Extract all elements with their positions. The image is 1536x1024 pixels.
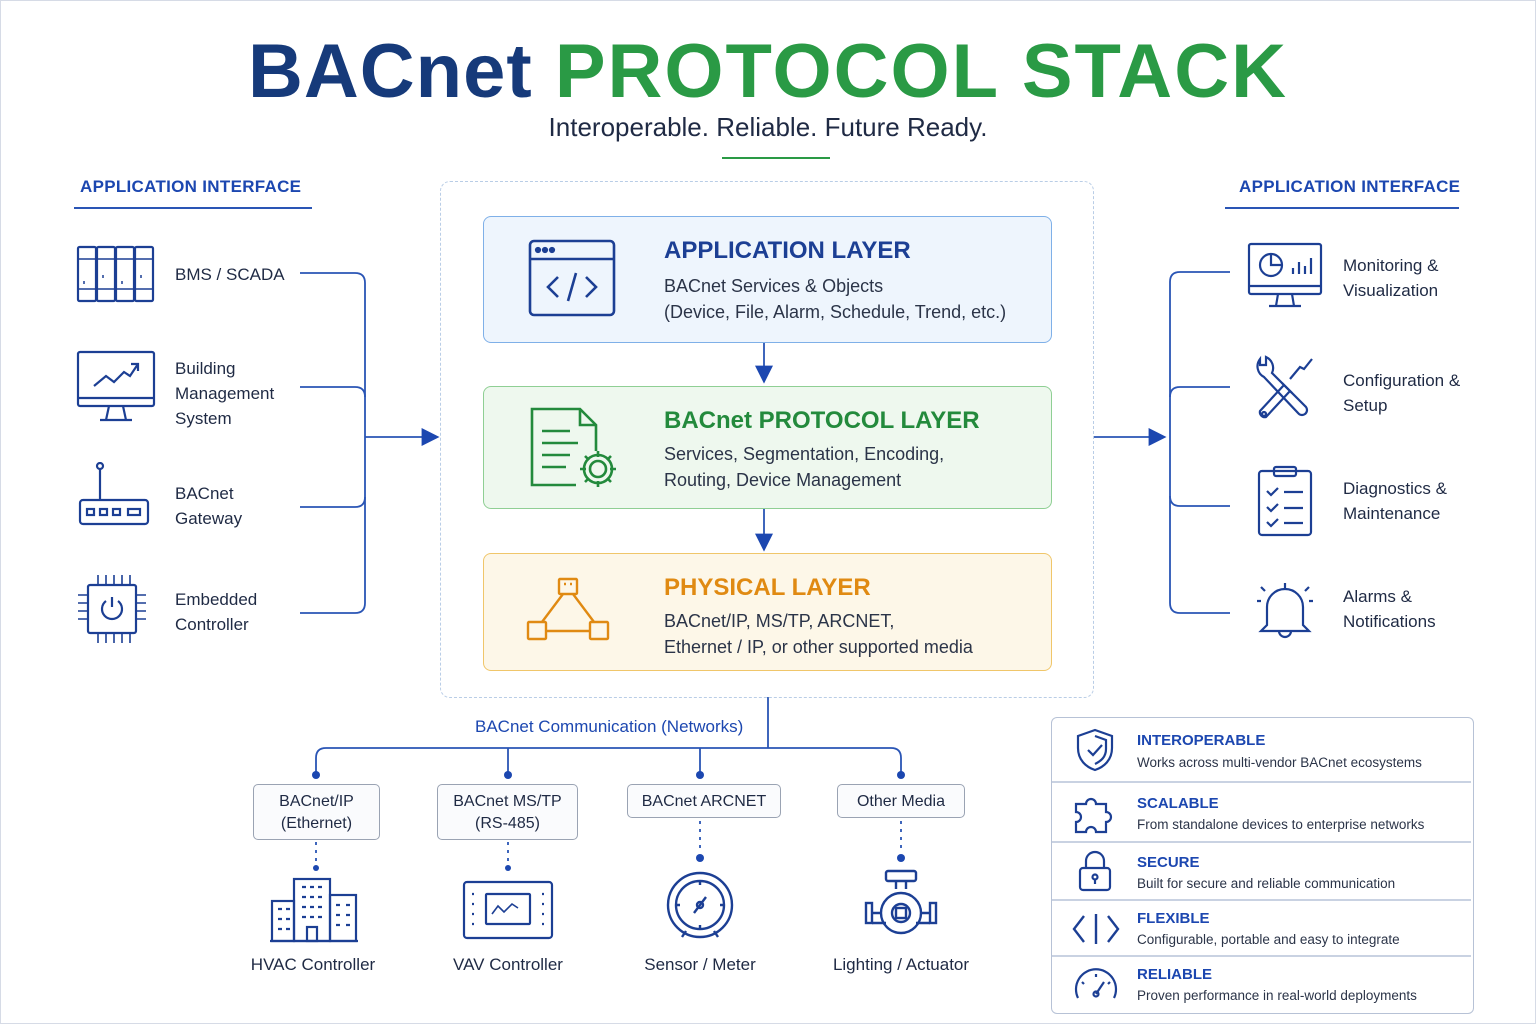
server-rack-icon: [76, 245, 156, 303]
feature-divider: [1052, 899, 1471, 901]
protocol-stack-container: [440, 181, 1094, 698]
media-ms-tp-line-1: BACnet MS/TP: [453, 793, 562, 810]
device-sensor-meter: Sensor / Meter: [644, 955, 756, 974]
tools-icon: [1252, 355, 1318, 423]
monitor-chart-icon: [76, 350, 156, 424]
protocol-layer-line-1: Services, Segmentation, Encoding,: [664, 444, 945, 464]
media-bacnet-ip-line-2: (Ethernet): [280, 815, 353, 832]
right-panel-rule: [1225, 207, 1459, 209]
feature-interoperable-desc: Works across multi-vendor BACnet ecosyst…: [1137, 755, 1422, 770]
media-other-line-1: Other Media: [856, 793, 946, 810]
left-panel-heading: APPLICATION INTERFACE: [80, 177, 302, 196]
media-box-ms-tp[interactable]: BACnet MS/TP (RS-485): [437, 784, 578, 840]
document-gear-icon: [530, 405, 622, 493]
feature-divider: [1052, 781, 1471, 783]
physical-layer-line-1: BACnet/IP, MS/TP, ARCNET,: [664, 611, 895, 631]
device-hvac-controller: HVAC Controller: [250, 955, 376, 974]
router-icon: [78, 462, 150, 528]
code-brackets-icon: [1072, 912, 1120, 946]
right-item-diagnostics: Diagnostics & Maintenance: [1343, 479, 1447, 523]
media-box-other[interactable]: Other Media: [837, 784, 965, 818]
right-panel-heading: APPLICATION INTERFACE: [1239, 177, 1461, 196]
media-box-arcnet[interactable]: BACnet ARCNET: [627, 784, 781, 818]
page-title: BACnet PROTOCOL STACK: [0, 28, 1536, 115]
shield-check-icon: [1076, 728, 1114, 772]
valve-actuator-icon: [864, 867, 938, 943]
network-label: BACnet Communication (Networks): [475, 717, 744, 736]
media-bacnet-ip-line-1: BACnet/IP: [279, 793, 354, 810]
feature-secure: SECURE Built for secure and reliable com…: [1052, 842, 1471, 899]
feature-scalable-title: SCALABLE: [1137, 795, 1219, 812]
right-item-configuration: Configuration & Setup: [1343, 371, 1461, 415]
dashboard-monitor-icon: [1247, 242, 1323, 310]
page-subtitle: Interoperable. Reliable. Future Ready.: [548, 112, 988, 142]
application-layer-line-1: BACnet Services & Objects: [664, 276, 884, 296]
feature-flexible-desc: Configurable, portable and easy to integ…: [1137, 932, 1400, 947]
right-item-alarms: Alarms & Notifications: [1343, 587, 1436, 631]
chip-icon: [76, 573, 148, 645]
code-window-icon: [528, 239, 616, 317]
title-part-1: BACnet: [248, 29, 533, 114]
media-ms-tp-line-2: (RS-485): [475, 815, 540, 832]
subtitle-underline: [722, 157, 830, 159]
feature-reliable-desc: Proven performance in real-world deploym…: [1137, 988, 1417, 1003]
title-part-2: PROTOCOL STACK: [554, 29, 1288, 114]
feature-scalable: SCALABLE From standalone devices to ente…: [1052, 782, 1471, 841]
clipboard-checklist-icon: [1257, 465, 1313, 537]
right-item-monitoring: Monitoring & Visualization: [1343, 256, 1439, 300]
protocol-layer-card[interactable]: BACnet PROTOCOL LAYER Services, Segmenta…: [483, 386, 1052, 509]
feature-secure-desc: Built for secure and reliable communicat…: [1137, 876, 1396, 891]
feature-interoperable: INTEROPERABLE Works across multi-vendor …: [1052, 718, 1471, 780]
left-panel-rule: [74, 207, 312, 209]
device-lighting-actuator: Lighting / Actuator: [832, 955, 970, 974]
building-icon: [268, 875, 360, 943]
feature-flexible-title: FLEXIBLE: [1137, 910, 1210, 927]
protocol-layer-line-2: Routing, Device Management: [664, 470, 902, 490]
feature-reliable-title: RELIABLE: [1137, 966, 1212, 983]
left-item-bms-scada: BMS / SCADA: [175, 265, 285, 284]
feature-divider: [1052, 955, 1471, 957]
feature-reliable: RELIABLE Proven performance in real-worl…: [1052, 956, 1471, 1011]
feature-flexible: FLEXIBLE Configurable, portable and easy…: [1052, 900, 1471, 955]
physical-layer-line-2: Ethernet / IP, or other supported media: [664, 637, 973, 657]
thermostat-panel-icon: [462, 880, 554, 940]
application-layer-line-2: (Device, File, Alarm, Schedule, Trend, e…: [664, 302, 1007, 322]
lock-icon: [1078, 850, 1112, 892]
physical-layer-card[interactable]: PHYSICAL LAYER BACnet/IP, MS/TP, ARCNET,…: [483, 553, 1052, 671]
media-arcnet-line-1: BACnet ARCNET: [641, 793, 767, 810]
feature-divider: [1052, 841, 1471, 843]
protocol-layer-title: BACnet PROTOCOL LAYER: [664, 407, 980, 434]
left-item-embedded-controller: Embedded Controller: [175, 590, 258, 634]
physical-layer-title: PHYSICAL LAYER: [664, 574, 871, 601]
bell-icon: [1255, 577, 1315, 641]
features-panel: [1051, 717, 1474, 1014]
feature-scalable-desc: From standalone devices to enterprise ne…: [1137, 817, 1425, 832]
application-layer-card[interactable]: APPLICATION LAYER BACnet Services & Obje…: [483, 216, 1052, 343]
left-item-bacnet-gateway: BACnet Gateway: [175, 484, 243, 528]
device-vav-controller: VAV Controller: [453, 955, 563, 974]
gauge-icon: [664, 867, 736, 943]
speedometer-icon: [1072, 966, 1120, 1002]
network-topology-icon: [526, 576, 612, 642]
feature-secure-title: SECURE: [1137, 854, 1200, 871]
left-item-building-management: Building Management System: [175, 359, 275, 428]
feature-interoperable-title: INTEROPERABLE: [1137, 732, 1266, 749]
media-box-bacnet-ip[interactable]: BACnet/IP (Ethernet): [253, 784, 380, 840]
application-layer-title: APPLICATION LAYER: [664, 237, 911, 264]
puzzle-icon: [1072, 792, 1118, 834]
